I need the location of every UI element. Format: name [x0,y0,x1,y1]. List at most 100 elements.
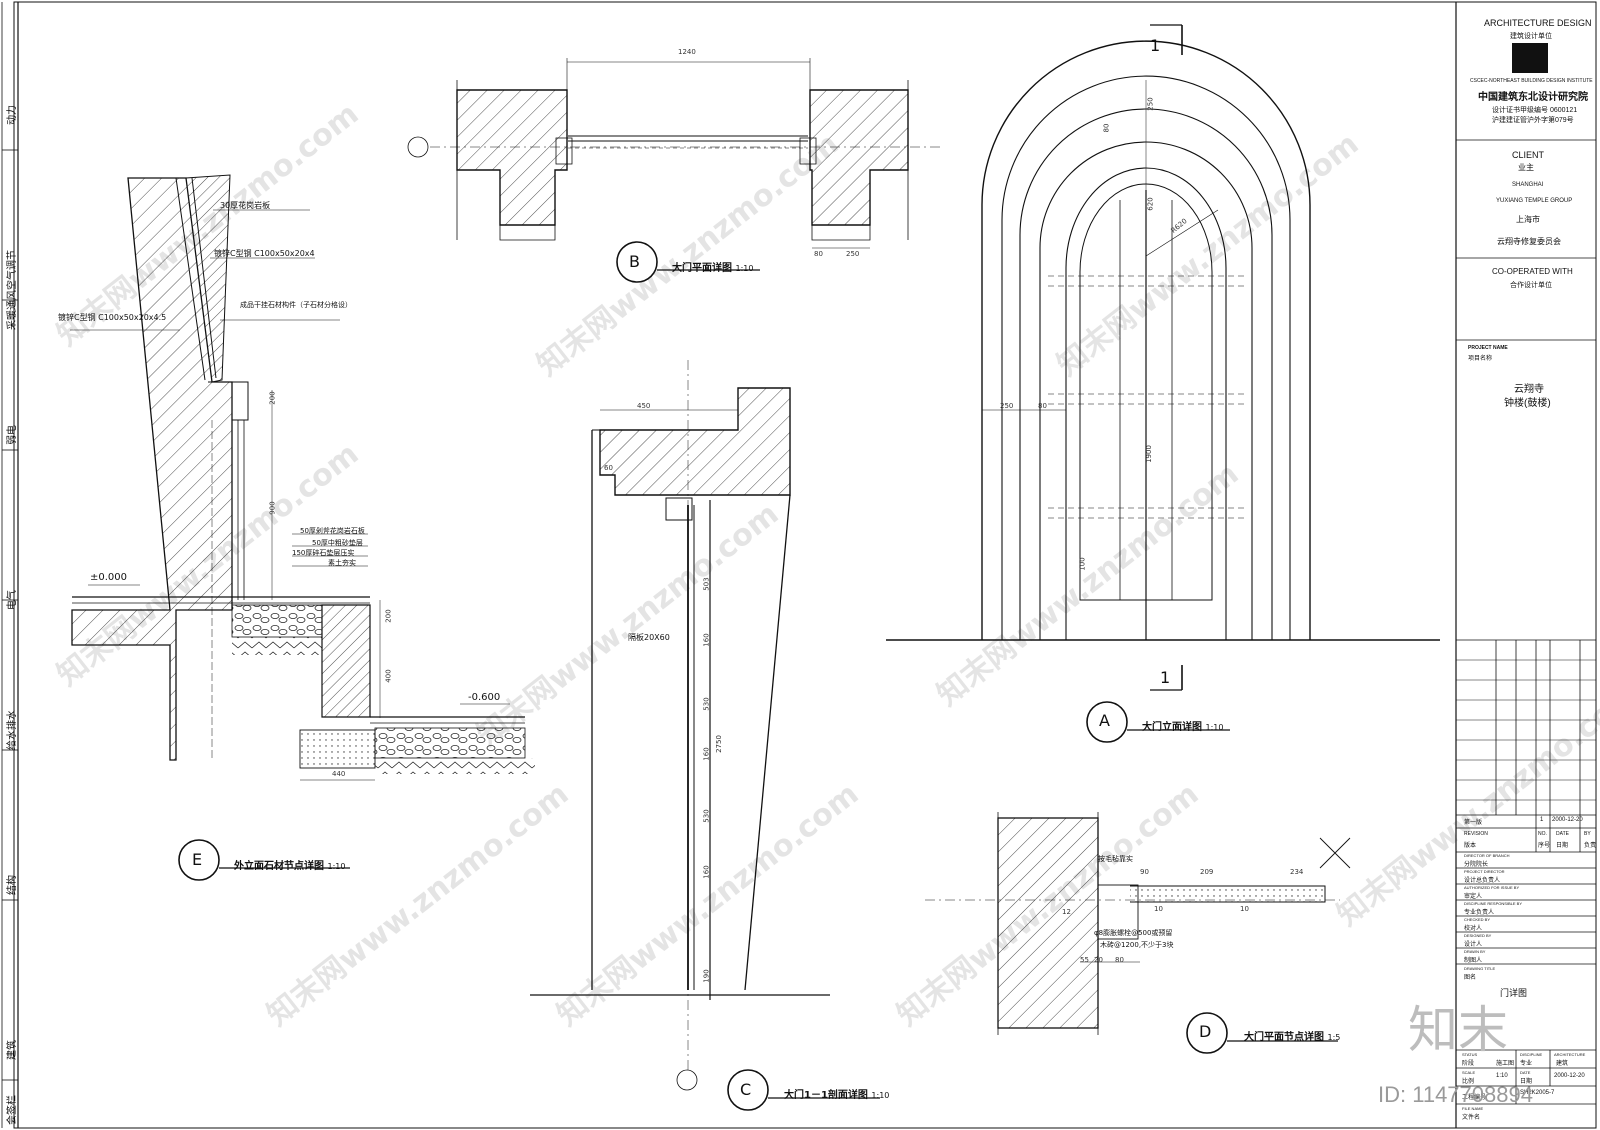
scale-value: 1:10 [1496,1073,1508,1079]
project-subname: 钟楼(鼓楼) [1504,398,1551,409]
client-group-en: YUXIANG TEMPLE GROUP [1496,198,1573,204]
drawing-title-en: DRAWING TITLE [1464,966,1496,971]
coop-en: CO-OPERATED WITH [1492,267,1573,276]
annotation: 按毛毡靠实 [1098,855,1133,863]
file-name-en: FILE NAME [1462,1106,1484,1111]
dimension: 530 [702,697,711,711]
dimension: 200 [268,391,277,405]
role-cn: 制图人 [1464,958,1483,964]
role-en: DIRECTOR OF BRANCH [1464,853,1510,858]
drawing-e-linework [70,174,535,881]
firm-label: 建筑设计单位 [1510,33,1552,40]
level-mark: -0.600 [468,692,501,703]
drawing-b-linework [407,58,940,283]
section-mark: 1 [1160,668,1171,687]
drawing-scale: 1:10 [1205,723,1224,732]
level-mark: ±0.000 [90,572,128,583]
rev-head: REVISION [1464,831,1488,837]
annotation: 镀锌C型钢 C100x50x20x4 [214,249,315,258]
rev-no: 1 [1540,817,1544,823]
status-en: STATUS [1462,1052,1478,1057]
dimension: 20 [1094,956,1103,964]
dimension: 10 [1154,905,1163,913]
dimension: 12 [1062,908,1071,916]
dimension: 400 [384,669,393,683]
dimension: 900 [268,501,277,515]
firm-en: ARCHITECTURE DESIGN [1484,18,1592,28]
annotation: 隔板20X60 [628,633,670,642]
dimension: 620 [1146,197,1155,211]
annotation: 镀锌C型钢 C100x50x20x4.5 [58,313,167,322]
rev-head: DATE [1556,831,1569,837]
client-committee: 云翔寺修复委员会 [1497,237,1561,246]
project-cn: 项目名称 [1468,356,1493,362]
status-value: 施工图 [1496,1061,1515,1067]
drawing-a-linework [886,24,1440,743]
strip-label: 动力 [7,105,18,125]
drawing-title-text: 大门平面详图 [672,263,732,274]
institute-cn: 中国建筑东北设计研究院 [1478,92,1588,103]
discipline-cn: 专业 [1520,1061,1533,1067]
drawing-title: 大门平面详图 1:10 [672,259,753,274]
role-cn: 专业负责人 [1464,910,1495,916]
project-no-value: SH2K2005-7 [1520,1090,1555,1096]
dimension: 1900 [1144,445,1153,463]
date-value: 2000-12-20 [1554,1073,1585,1079]
annotation: 木砖@1200,不少于3块 [1100,941,1174,949]
rev-head: NO. [1538,831,1547,837]
client-city-cn: 上海市 [1516,215,1540,224]
dimension: 80 [814,250,823,258]
drawing-title-cn: 图名 [1464,975,1477,981]
dimension: 190 [702,969,711,983]
strip-label: 电气 [7,590,18,610]
discipline-value-en: ARCHITECTURE [1554,1052,1586,1057]
annotation: φ8膨胀螺栓@500或预留 [1094,929,1173,937]
drawing-scale: 1:10 [871,1091,890,1100]
strip-label: 会签栏 [7,1095,18,1125]
role-cn: 审定人 [1464,894,1483,900]
discipline-en: DISCIPLINE [1520,1052,1543,1057]
role-en: PROJECT DIRECTOR [1464,869,1505,874]
strip-label: 结构 [7,875,18,895]
detail-letter: C [740,1080,752,1099]
dimension: 160 [702,633,711,647]
drawing-title-text: 大门1－1剖面详图 [784,1090,868,1101]
role-en: DESIGNED BY [1464,933,1492,938]
rev-date: 2000-12-20 [1552,817,1583,823]
brand-logo: 知末 [1408,1001,1508,1059]
role-en: DISCIPLINE RESPONSIBLE BY [1464,901,1523,906]
role-cn: 设计总负责人 [1464,878,1501,884]
drawing-title-value: 门详图 [1500,988,1528,998]
role-en: CHECKED BY [1464,917,1491,922]
rev-head-cn: 负责 [1584,843,1597,849]
dimension: 90 [1140,868,1149,876]
scale-en: SCALE [1462,1070,1476,1075]
detail-letter: D [1199,1022,1212,1041]
dimension: 530 [702,809,711,823]
brand-id: ID: 1147708894 [1378,1082,1533,1107]
dimension: 55 [1080,956,1089,964]
rev-head: BY [1584,831,1591,837]
dimension: 450 [637,402,651,410]
cert-1: 设计证书甲级编号 0600121 [1492,107,1578,114]
dimension: 200 [384,609,393,623]
detail-letter: B [629,252,640,271]
annotation: 50厚剁斧花岗岩石板 [300,527,365,535]
rev-head-cn: 日期 [1556,843,1569,849]
detail-letter: E [192,850,203,869]
rev-version: 第一版 [1464,820,1483,826]
dimension: 160 [702,865,711,879]
dimension: 503 [702,577,711,591]
strip-label: 建筑 [7,1040,18,1060]
section-mark: 1 [1150,36,1161,55]
role-cn: 校对人 [1464,926,1483,932]
drawing-scale: 1:10 [327,862,346,871]
dimension: 80 [1038,402,1047,410]
cert-2: 沪建建证管沪外字第079号 [1492,117,1574,124]
dimension: 10 [1240,905,1249,913]
annotation: 150厚碎石垫层压实 [292,549,355,557]
dimension: 160 [702,747,711,761]
drawing-title-text: 大门平面节点详图 [1244,1032,1324,1043]
strip-label: 给水排水 [7,710,18,750]
